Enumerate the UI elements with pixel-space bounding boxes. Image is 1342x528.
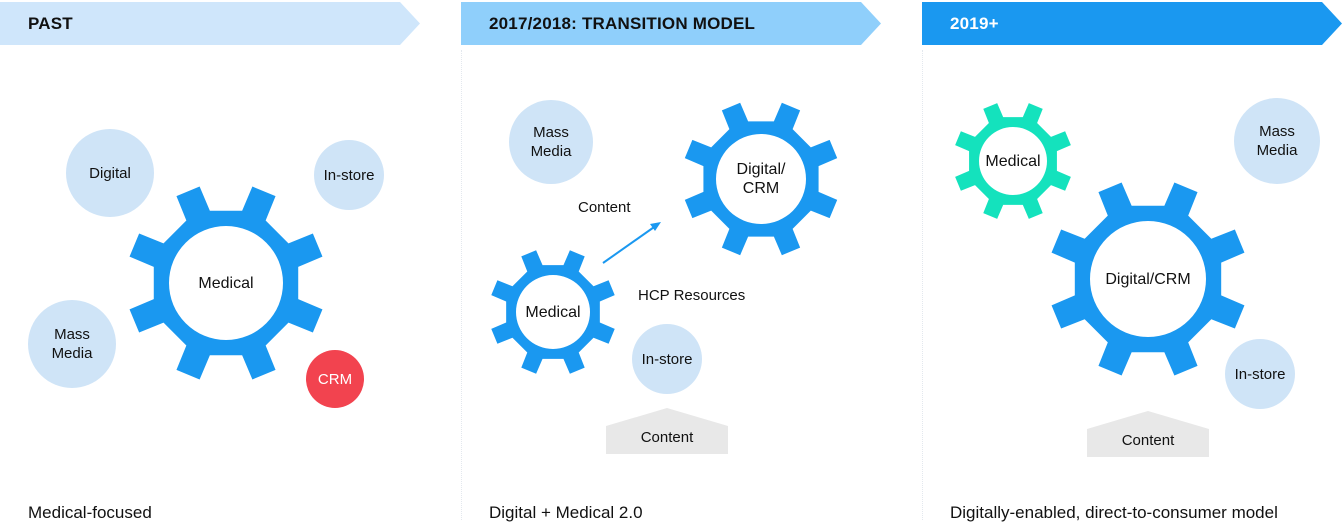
banner-title: PAST <box>28 14 73 33</box>
gear-medical <box>129 186 323 380</box>
gear-label-digital-crm: Digital/ CRM <box>736 161 786 197</box>
bubble-mass-media: Mass Media <box>509 100 593 184</box>
divider <box>461 50 462 520</box>
gear-shape <box>491 250 615 374</box>
panel-transition: 2017/2018: TRANSITION MODEL Mass Media I… <box>461 0 922 528</box>
gear-shape <box>1051 182 1245 376</box>
gear-label-medical: Medical <box>198 274 254 292</box>
caption-transition: Digital + Medical 2.0 <box>489 503 643 522</box>
panel-past: PAST Digital In-store Mass Media CRM Med… <box>0 0 460 528</box>
bubble-mass-media: Mass Media <box>1234 98 1320 184</box>
gear-label-medical: Medical <box>525 303 581 321</box>
banner-title: 2019+ <box>950 14 999 33</box>
bubble-mass-media: Mass Media <box>28 300 116 388</box>
divider <box>922 50 923 520</box>
bubble-in-store: In-store <box>314 140 384 210</box>
content-base-shape <box>1087 411 1209 457</box>
banner-arrow-shape <box>461 2 881 45</box>
annotation-content: Content <box>578 199 631 216</box>
caption-future: Digitally-enabled, direct-to-consumer mo… <box>950 503 1278 522</box>
caption-past: Medical-focused <box>28 503 152 522</box>
banner-transition: 2017/2018: TRANSITION MODEL <box>461 2 881 45</box>
gear-label-medical: Medical <box>985 152 1041 170</box>
bubble-in-store: In-store <box>1225 339 1295 409</box>
gear-shape <box>129 186 323 380</box>
gear-shape <box>955 103 1071 219</box>
annotation-hcp-resources: HCP Resources <box>638 287 746 304</box>
gear-shape <box>684 102 838 256</box>
bubble-in-store: In-store <box>632 324 702 394</box>
gear-digital-crm <box>1051 182 1245 376</box>
banner-arrow-shape <box>0 2 420 45</box>
banner-past: PAST <box>0 2 420 45</box>
content-base-label: Content <box>640 429 694 446</box>
bubble-digital: Digital <box>66 129 154 217</box>
content-base-label: Content <box>1121 432 1175 449</box>
banner-title: 2017/2018: TRANSITION MODEL <box>489 14 756 33</box>
gear-label-digital-crm: Digital/CRM <box>1105 270 1191 288</box>
connector-arrow <box>602 222 661 264</box>
gear-digital-crm <box>684 102 838 256</box>
bubble-crm: CRM <box>306 350 364 408</box>
gear-medical <box>955 103 1071 219</box>
banner-arrow-shape <box>922 2 1342 45</box>
gear-medical <box>491 250 615 374</box>
panel-future: 2019+ Medical Mass Media Digital/CRM In-… <box>922 0 1342 528</box>
content-base-shape <box>606 408 728 454</box>
banner-future: 2019+ <box>922 2 1342 45</box>
